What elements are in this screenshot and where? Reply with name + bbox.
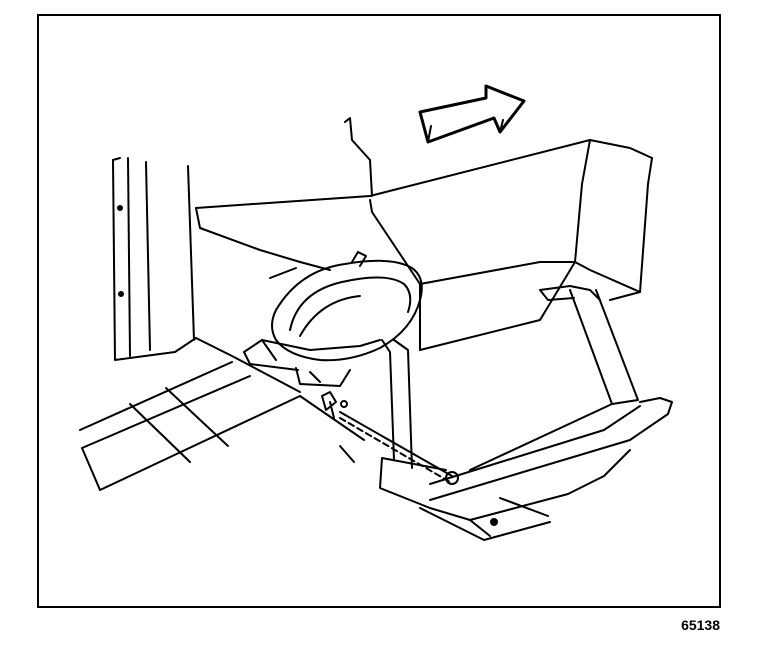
side-panel <box>112 157 197 361</box>
figure-id-label: 65138 <box>681 617 720 633</box>
tire-hoist-assembly <box>243 251 423 419</box>
underbody-frame <box>195 117 653 393</box>
figure-frame <box>37 14 721 608</box>
jack-handle-rod <box>339 411 459 485</box>
direction-arrow-icon <box>418 84 526 144</box>
bumper-frame <box>379 285 673 541</box>
floor-plane <box>79 361 365 491</box>
